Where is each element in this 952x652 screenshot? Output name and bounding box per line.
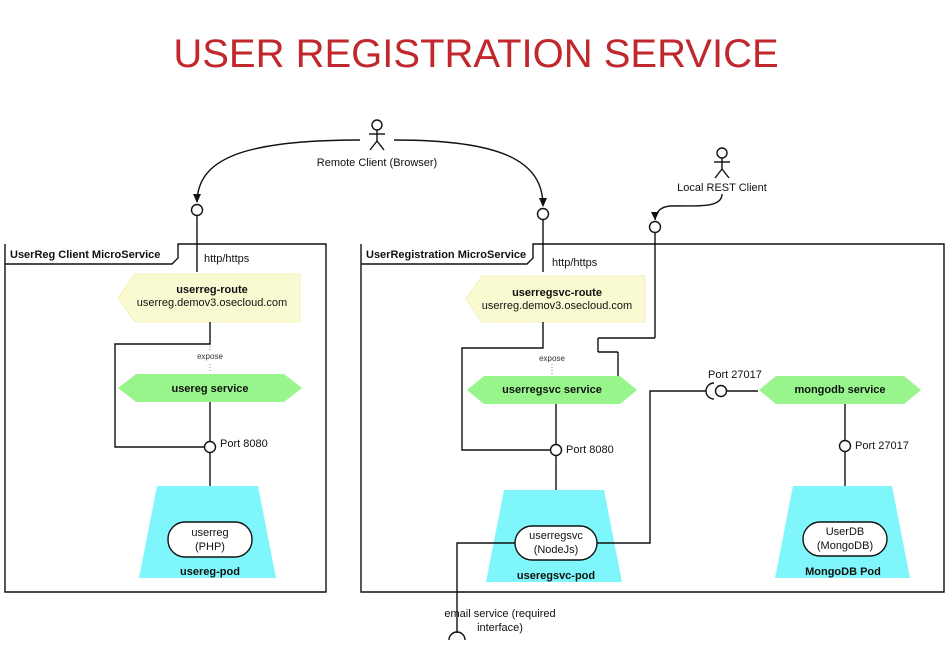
right-route-host: userreg.demov3.osecloud.com: [482, 300, 632, 312]
page-title: USER REGISTRATION SERVICE: [173, 32, 778, 76]
left-microservice-frame: [4, 243, 327, 593]
email-label-line1: email service (required: [444, 608, 555, 620]
left-frame-title: UserReg Client MicroService: [10, 249, 160, 261]
right-port-label: Port 8080: [566, 444, 614, 456]
remote-to-left-arrow: [196, 139, 361, 203]
remote-to-right-arrow: [393, 139, 544, 207]
remote-client-label: Remote Client (Browser): [317, 157, 437, 169]
mongo-port-label: Port 27017: [855, 440, 909, 452]
mongo-service-shape: [759, 376, 921, 404]
email-label-line2: interface): [477, 622, 523, 634]
right-pod-label: useregsvc-pod: [517, 570, 595, 582]
mongo-port-top-label: Port 27017: [708, 369, 762, 381]
local-rest-client-label: Local REST Client: [677, 182, 767, 194]
left-service-label: usereg service: [171, 383, 248, 395]
right-container-line2: (NodeJs): [534, 544, 579, 556]
left-pod-label: usereg-pod: [180, 566, 240, 578]
mongo-required-socket: [705, 382, 715, 400]
left-http-label: http/https: [204, 253, 250, 265]
left-expose-label: expose: [197, 352, 223, 361]
mongo-db-line1: UserDB: [826, 526, 865, 538]
left-container: [167, 521, 253, 558]
right-container-line1: userregsvc: [529, 530, 583, 542]
right-http-label: http/https: [552, 257, 598, 269]
left-route-shape: [117, 273, 301, 323]
left-container-line1: userreg: [191, 527, 228, 539]
email-required-socket: [448, 631, 466, 641]
right-port-circle: [549, 443, 563, 457]
right-frame-title: UserRegistration MicroService: [366, 249, 526, 261]
mongo-db-line2: (MongoDB): [817, 540, 873, 552]
mongo-pod-label: MongoDB Pod: [805, 566, 881, 578]
right-service-label: userregsvc service: [502, 384, 602, 396]
local-rest-client-actor: [714, 147, 730, 179]
mongo-port-circle: [838, 439, 852, 453]
left-route-host: userreg.demov3.osecloud.com: [137, 297, 287, 309]
right-service-shape: [467, 376, 637, 404]
right-microservice-frame: [360, 243, 945, 593]
left-port-circle: [203, 440, 217, 454]
right-route-shape: [465, 275, 646, 323]
left-route-name: userreg-route: [176, 284, 248, 296]
local-to-right-arrow: [654, 193, 723, 221]
remote-client-actor: [369, 119, 385, 151]
left-service-shape: [118, 374, 302, 402]
mongo-service-label: mongodb service: [794, 384, 885, 396]
left-container-line2: (PHP): [195, 541, 225, 553]
mongo-port-circle-top: [714, 384, 728, 398]
right-route-name: userregsvc-route: [512, 287, 602, 299]
right-expose-label: expose: [539, 354, 565, 363]
left-port-label: Port 8080: [220, 438, 268, 450]
mongo-db-container: [802, 521, 888, 557]
